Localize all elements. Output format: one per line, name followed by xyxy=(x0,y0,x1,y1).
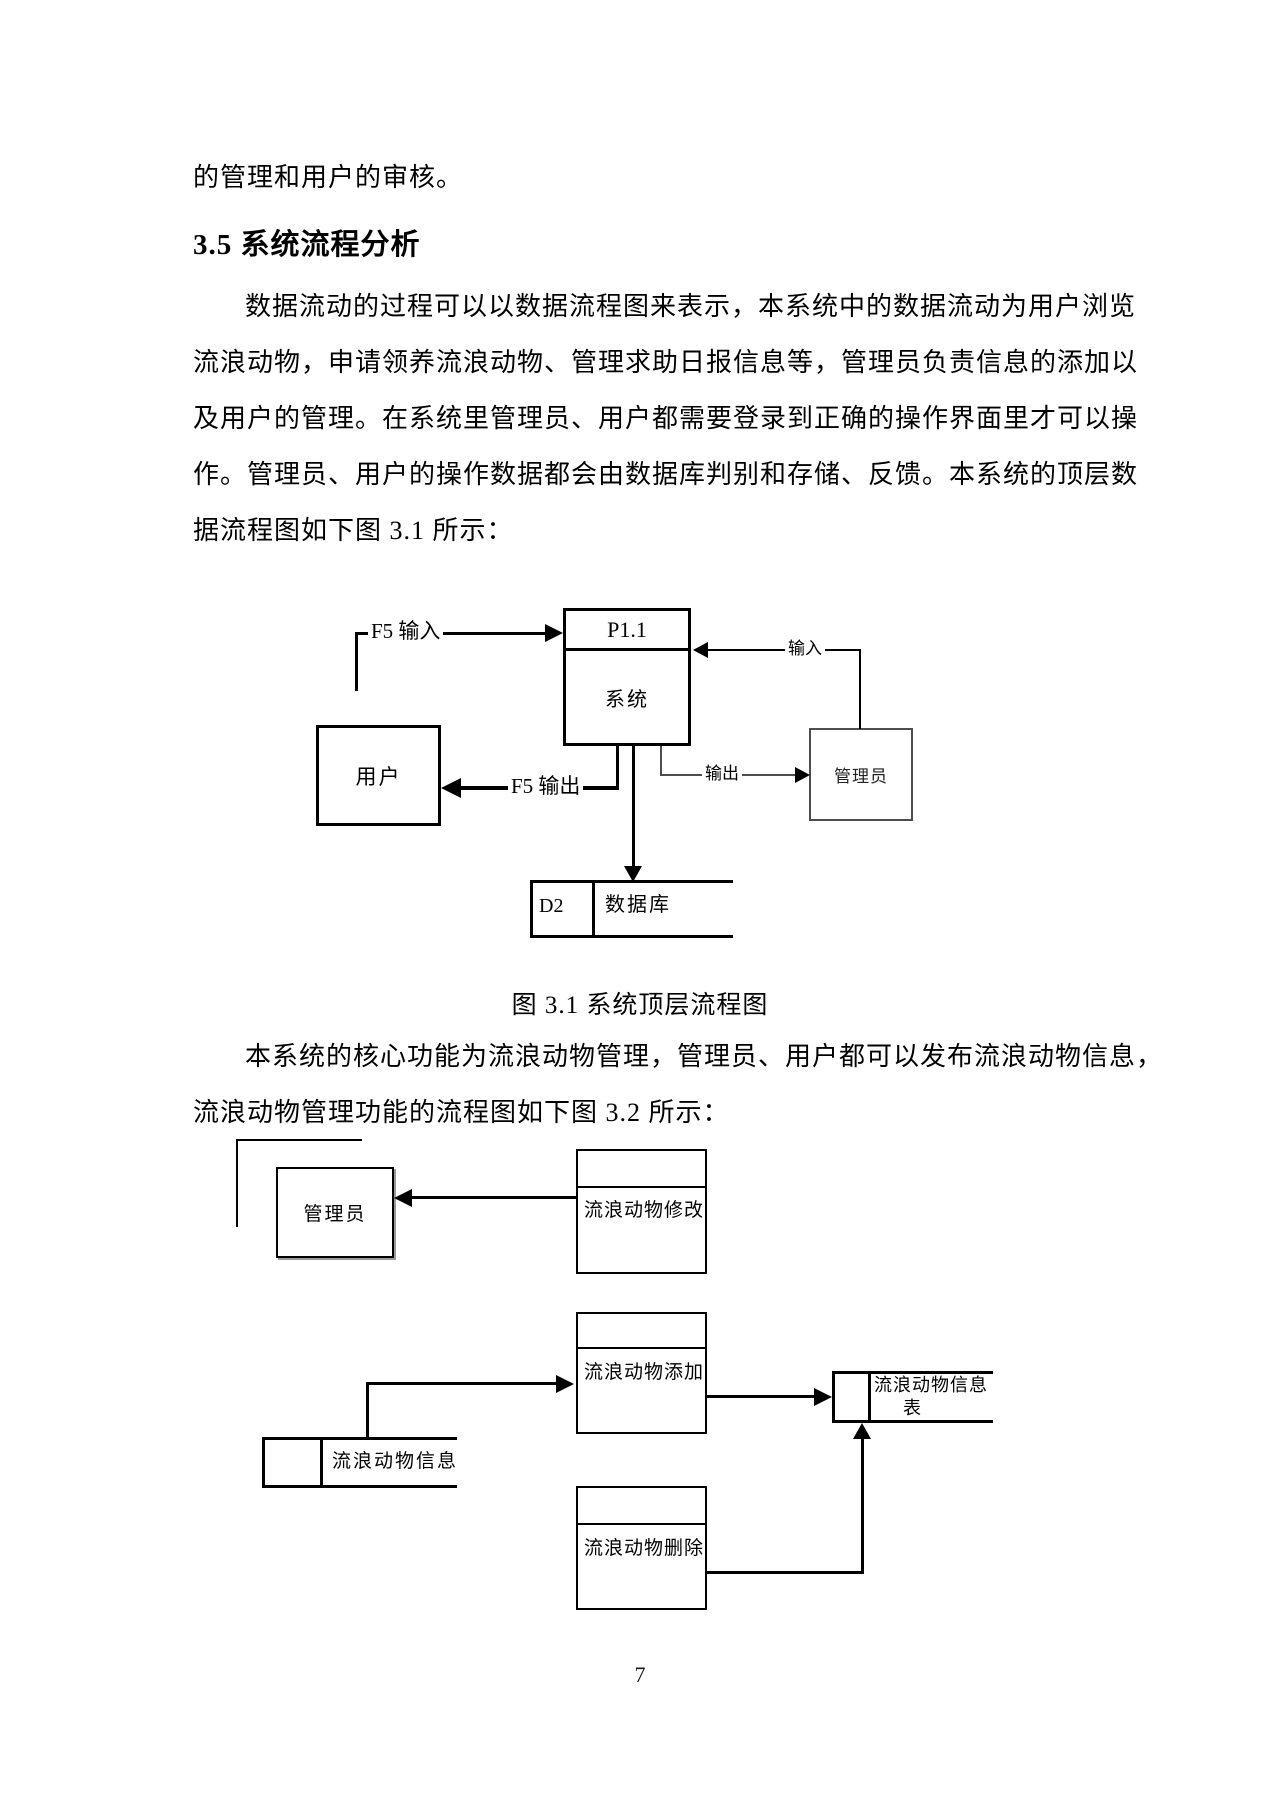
paragraph2-line1: 本系统的核心功能为流浪动物管理，管理员、用户都可以发布流浪动物信息， xyxy=(245,1042,1164,1071)
d2-add-label: 流浪动物添加 xyxy=(584,1362,705,1383)
d2-delete-box: 流浪动物删除 xyxy=(576,1486,707,1610)
d2-delete-line-vertical xyxy=(861,1438,864,1574)
d2-tablestore-bottom-line xyxy=(832,1420,993,1423)
paragraph1-line5: 据流程图如下图 3.1 所示： xyxy=(193,516,514,545)
d2-addout-line xyxy=(707,1395,817,1398)
d1-store-id: D2 xyxy=(539,895,564,917)
d2-modify-line xyxy=(410,1196,576,1199)
d1-f5in-label: F5 输入 xyxy=(368,619,444,644)
d2-modify-arrowhead-icon xyxy=(394,1189,412,1207)
d2-add-box: 流浪动物添加 xyxy=(576,1312,707,1434)
d2-addin-line-horizontal xyxy=(367,1382,557,1385)
page-number: 7 xyxy=(634,1662,646,1687)
d2-add-header xyxy=(578,1314,705,1349)
d2-modify-label: 流浪动物修改 xyxy=(584,1200,705,1221)
d1-process-box: P1.1 系统 xyxy=(563,608,691,746)
paragraph2-line2: 流浪动物管理功能的流程图如下图 3.2 所示： xyxy=(193,1098,730,1127)
d2-modify-box: 流浪动物修改 xyxy=(576,1149,707,1274)
d1-db-line-vertical xyxy=(632,746,635,868)
d2-infostore-left-line xyxy=(262,1437,265,1488)
d2-addin-line-vertical xyxy=(366,1382,369,1438)
d2-tablestore-left-line xyxy=(832,1371,835,1423)
d2-tablestore-top-line xyxy=(832,1371,993,1374)
d2-infostore-divider-line xyxy=(320,1437,323,1488)
d1-store-name: 数据库 xyxy=(605,894,671,916)
d2-delete-arrowhead-icon xyxy=(853,1423,871,1439)
d2-infostore-bottom-line xyxy=(262,1485,457,1488)
d2-corner-line-horizontal xyxy=(236,1139,362,1141)
intro-line: 的管理和用户的审核。 xyxy=(193,163,464,192)
d2-infostore-top-line xyxy=(262,1437,457,1440)
d2-addout-arrowhead-icon xyxy=(814,1388,832,1406)
d1-process-id: P1.1 xyxy=(566,611,688,651)
d1-f5in-arrowhead-icon xyxy=(545,624,563,642)
d1-user-box: 用户 xyxy=(316,725,441,826)
paragraph1-line1: 数据流动的过程可以以数据流程图来表示，本系统中的数据流动为用户浏览 xyxy=(245,292,1137,321)
d1-f5in-line-vertical xyxy=(355,634,358,691)
d1-process-name: 系统 xyxy=(605,688,649,711)
paragraph1-line3: 及用户的管理。在系统里管理员、用户都需要登录到正确的操作界面里才可以操 xyxy=(193,404,1139,433)
d1-out-arrowhead-icon xyxy=(795,767,810,783)
d1-in-arrowhead-icon xyxy=(693,642,708,658)
d2-tablestore-divider-line xyxy=(868,1371,871,1423)
d1-in-line-horizontal xyxy=(706,649,861,651)
d1-store-left-line xyxy=(530,880,533,938)
d2-addin-arrowhead-icon xyxy=(556,1375,574,1393)
d1-store-divider-line xyxy=(592,880,595,938)
d1-f5out-label: F5 输出 xyxy=(508,774,584,799)
paragraph1-line2: 流浪动物，申请领养流浪动物、管理求助日报信息等，管理员负责信息的添加以 xyxy=(193,348,1139,377)
d1-f5in-line-horizontal xyxy=(355,632,545,635)
section-heading: 3.5 系统流程分析 xyxy=(193,229,421,261)
d2-delete-line-horizontal xyxy=(707,1571,864,1574)
d1-out-line-vertical xyxy=(660,746,662,775)
d1-store-top-line xyxy=(530,880,733,883)
d1-out-label: 输出 xyxy=(702,764,742,784)
d2-delete-label: 流浪动物删除 xyxy=(584,1538,705,1559)
d1-f5out-arrowhead-icon xyxy=(441,778,461,798)
d2-admin-box: 管理员 xyxy=(276,1167,394,1258)
d1-in-line-vertical xyxy=(859,649,861,729)
figure-3-1-caption: 图 3.1 系统顶层流程图 xyxy=(511,992,769,1019)
d1-db-arrowhead-icon xyxy=(624,866,642,882)
d1-in-label: 输入 xyxy=(785,639,825,659)
d2-modify-header xyxy=(578,1151,705,1188)
d2-infostore-label: 流浪动物信息 xyxy=(332,1451,459,1472)
d1-admin-box: 管理员 xyxy=(809,728,913,821)
d1-f5out-line-vertical xyxy=(616,746,619,789)
d2-corner-line-vertical xyxy=(236,1139,238,1227)
d2-tablestore-label-line2: 表 xyxy=(903,1398,921,1418)
paragraph1-line4: 作。管理员、用户的操作数据都会由数据库判别和存储、反馈。本系统的顶层数 xyxy=(193,460,1139,489)
d2-delete-header xyxy=(578,1488,705,1525)
d1-store-bottom-line xyxy=(530,935,733,938)
d2-tablestore-label-line1: 流浪动物信息 xyxy=(874,1375,988,1395)
